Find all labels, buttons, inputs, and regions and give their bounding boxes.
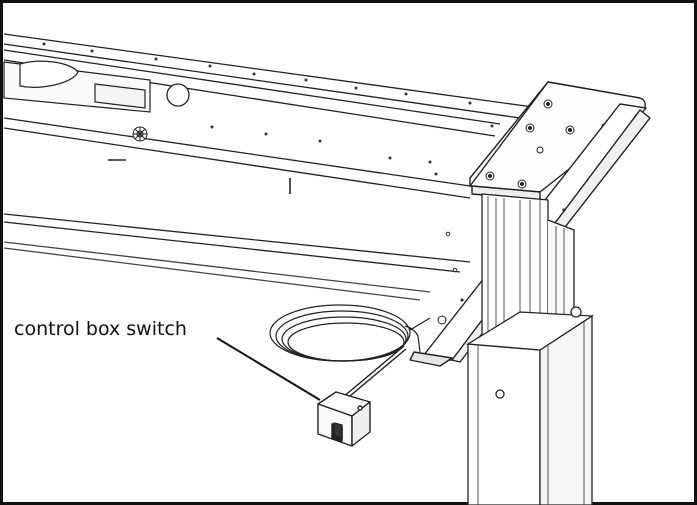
vent-grommet (132, 126, 148, 142)
cross-rail-slot (3, 60, 151, 113)
control-box (317, 391, 371, 447)
callout-label: control box switch (14, 318, 187, 340)
plate-bolts (485, 99, 607, 189)
mounting-plate (469, 81, 646, 201)
rail-screw-holes (42, 42, 512, 273)
callout: control box switch (14, 318, 321, 401)
round-hole (166, 83, 190, 107)
rocker-switch (333, 422, 343, 439)
leader-line (216, 337, 321, 401)
lifting-column (465, 193, 595, 505)
coiled-cable (269, 304, 431, 412)
